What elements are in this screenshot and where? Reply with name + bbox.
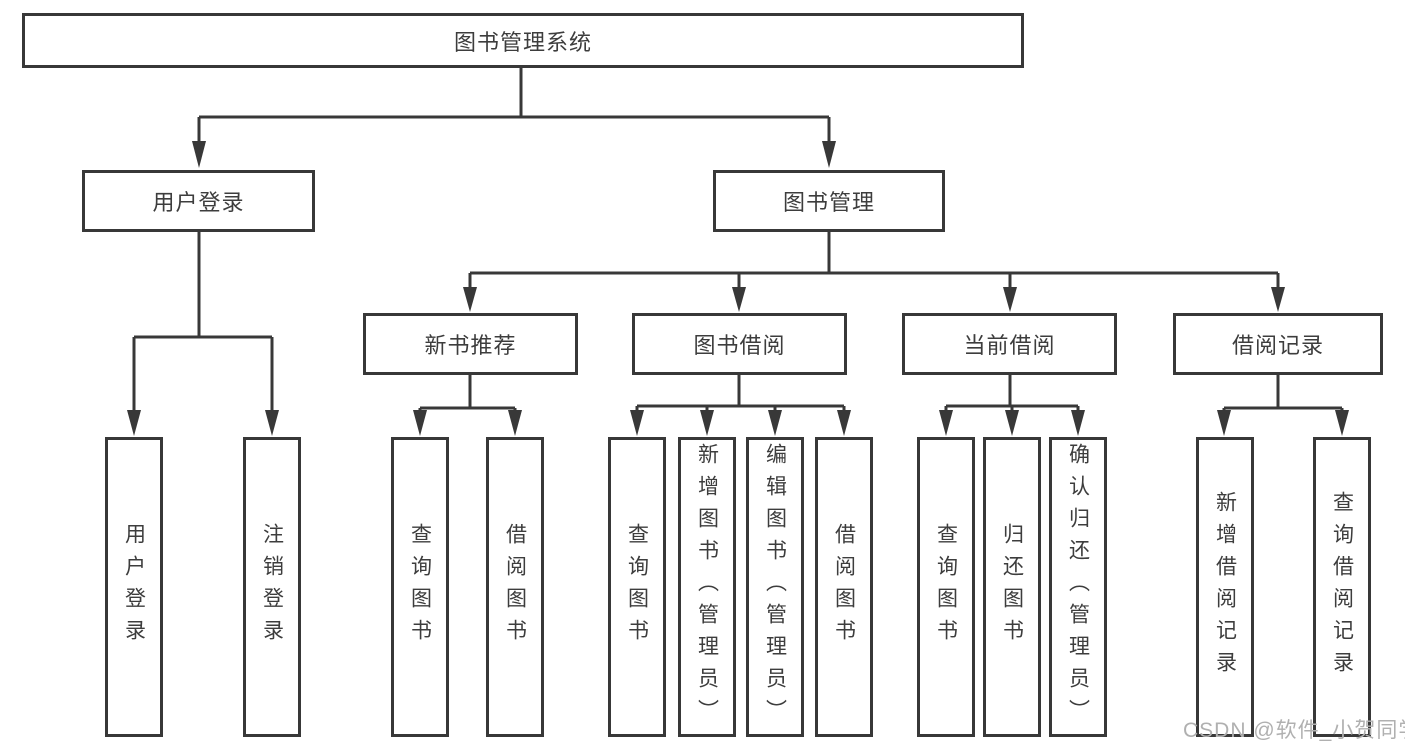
node-user-login-branch: 用户登录	[82, 170, 315, 232]
leaf-query-books-borrow: 查询图书	[608, 437, 666, 737]
connector-root-to-level1	[192, 68, 836, 168]
leaf-borrow-books: 借阅图书	[815, 437, 873, 737]
leaf-label: 确认归还（管理员）	[1066, 443, 1090, 731]
leaf-label: 归还图书	[1000, 523, 1024, 651]
leaf-add-borrow-record: 新增借阅记录	[1196, 437, 1254, 737]
leaf-user-login: 用户登录	[105, 437, 163, 737]
leaf-label: 编辑图书（管理员）	[763, 443, 787, 731]
leaf-label: 借阅图书	[503, 523, 527, 651]
leaf-add-book-admin: 新增图书（管理员）	[678, 437, 736, 737]
leaf-borrow-books-rec: 借阅图书	[486, 437, 544, 737]
leaf-label: 用户登录	[122, 523, 146, 651]
leaf-edit-book-admin: 编辑图书（管理员）	[746, 437, 804, 737]
leaf-query-books-rec: 查询图书	[391, 437, 449, 737]
connector-newbookrec-to-leaves	[413, 375, 522, 436]
node-current-borrow: 当前借阅	[902, 313, 1117, 375]
leaf-label: 新增图书（管理员）	[695, 443, 719, 731]
leaf-logout: 注销登录	[243, 437, 301, 737]
node-borrow-records: 借阅记录	[1173, 313, 1383, 375]
leaf-label: 查询图书	[625, 523, 649, 651]
leaf-label: 新增借阅记录	[1213, 491, 1237, 683]
node-new-book-recommend: 新书推荐	[363, 313, 578, 375]
connector-borrowrecords-to-leaves	[1217, 375, 1349, 436]
leaf-confirm-return-admin: 确认归还（管理员）	[1049, 437, 1107, 737]
node-book-borrow: 图书借阅	[632, 313, 847, 375]
leaf-label: 查询借阅记录	[1330, 491, 1354, 683]
connector-bookmgmt-to-level2	[463, 232, 1285, 312]
connector-bookborrow-to-leaves	[630, 375, 851, 436]
leaf-query-books-current: 查询图书	[917, 437, 975, 737]
node-root-system: 图书管理系统	[22, 13, 1024, 68]
leaf-label: 查询图书	[408, 523, 432, 651]
connector-userlogin-to-leaves	[127, 232, 279, 436]
node-book-management-branch: 图书管理	[713, 170, 945, 232]
leaf-return-book: 归还图书	[983, 437, 1041, 737]
connector-currentborrow-to-leaves	[939, 375, 1085, 436]
leaf-query-borrow-record: 查询借阅记录	[1313, 437, 1371, 737]
leaf-label: 注销登录	[260, 523, 284, 651]
leaf-label: 查询图书	[934, 523, 958, 651]
leaf-label: 借阅图书	[832, 523, 856, 651]
csdn-watermark: CSDN @软件_小贺同学	[1183, 719, 1405, 742]
